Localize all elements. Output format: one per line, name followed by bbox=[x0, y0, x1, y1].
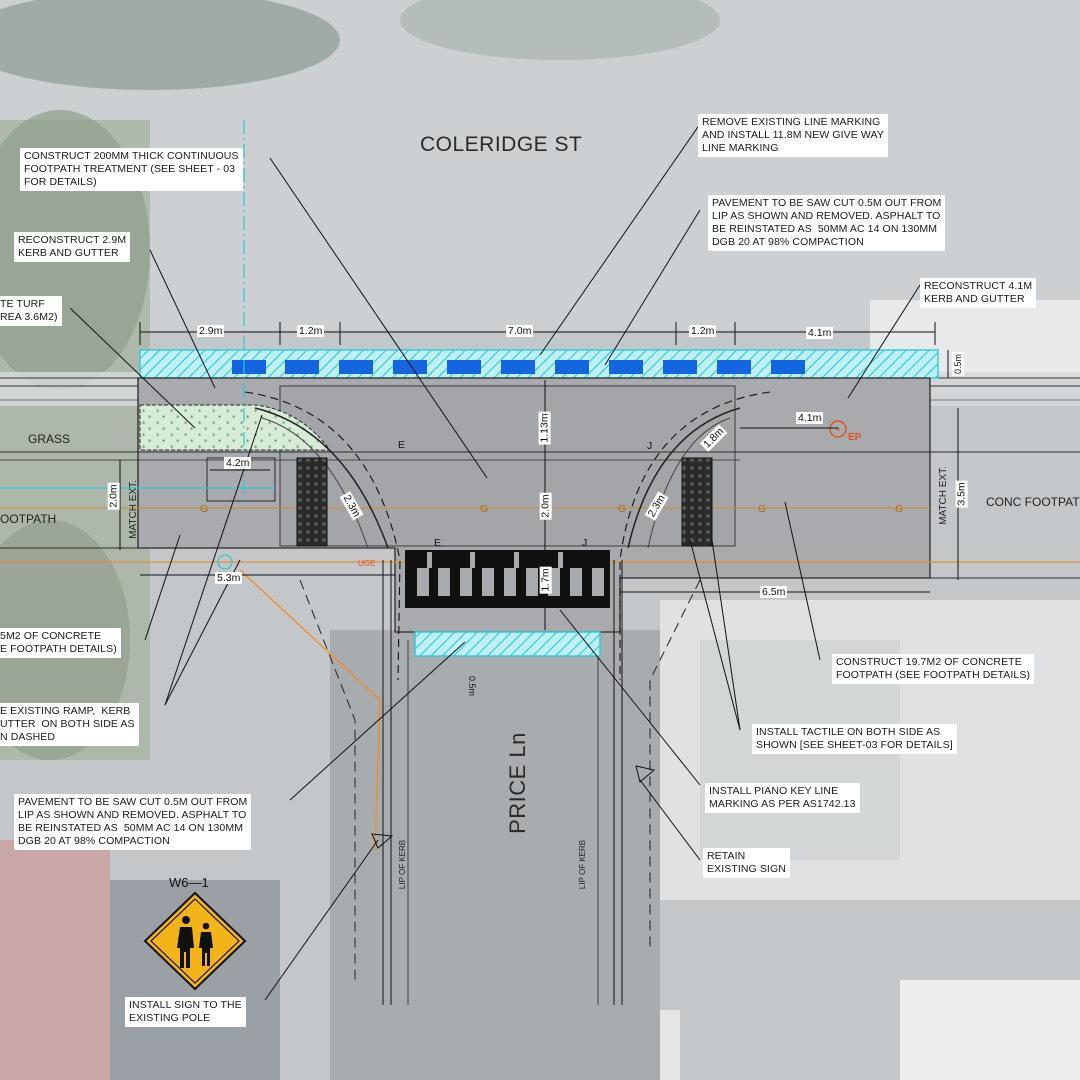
note-concrete-right: CONSTRUCT 19.7m2 OF CONCRETE FOOTPATH (S… bbox=[832, 654, 1035, 684]
note-reconstruct-kerb-right: RECONSTRUCT 4.1m KERB AND GUTTER bbox=[920, 278, 1037, 308]
line-letter-g: G bbox=[758, 503, 767, 515]
dimension-3-5m: 3.5m bbox=[955, 480, 968, 508]
dimension-2-0m: 2.0m bbox=[539, 492, 552, 520]
note-piano-key: INSTALL PIANO KEY LINE MARKING AS PER AS… bbox=[705, 783, 860, 813]
services-label-uge: UGE bbox=[358, 559, 376, 568]
line-letter-g: G bbox=[618, 503, 627, 515]
note-reconstruct-kerb-left: RECONSTRUCT 2.9m KERB AND GUTTER bbox=[14, 232, 131, 262]
note-install-sign: INSTALL SIGN TO THE EXISTING POLE bbox=[125, 997, 246, 1027]
note-retain-sign: RETAIN EXISTING SIGN bbox=[703, 848, 790, 878]
note-saw-cut-top: PAVEMENT TO BE SAW CUT 0.5m OUT FROM LIP… bbox=[708, 195, 946, 251]
sign-code-label: W6—1 bbox=[169, 875, 209, 890]
kerb-return-left-dashed bbox=[244, 391, 401, 681]
new-sign-symbol bbox=[371, 833, 394, 849]
pedestrians-warning-icon bbox=[143, 891, 247, 991]
lip-of-kerb-right-label: LIP OF KERB bbox=[578, 839, 588, 890]
note-continuous-footpath: CONSTRUCT 200mm THICK CONTINUOUS FOOTPAT… bbox=[20, 148, 243, 191]
footpath-right-label: CONC FOOTPATH bbox=[986, 495, 1080, 509]
dimension-1-13m: 1.13m bbox=[538, 411, 551, 445]
street-name-price: PRICE Ln bbox=[504, 732, 530, 834]
dimension-0-5m: 0.5m bbox=[467, 675, 478, 697]
line-letter-g: G bbox=[480, 503, 489, 515]
roof-bottom-left bbox=[0, 840, 110, 1080]
footpath-left-label: OOTPATH bbox=[0, 512, 57, 526]
line-letter-j: J bbox=[647, 440, 653, 452]
tree-canopy-top-mid bbox=[400, 0, 720, 60]
match-ext-left-label: MATCH EXT. bbox=[127, 480, 139, 539]
tactile-right bbox=[681, 457, 713, 547]
note-turf: TE TURF REA 3.6m2) bbox=[0, 296, 62, 326]
note-give-way: REMOVE EXISTING LINE MARKING AND INSTALL… bbox=[698, 114, 888, 157]
line-letter-e: E bbox=[434, 537, 442, 549]
note-saw-cut-bottom: PAVEMENT TO BE SAW CUT 0.5m OUT FROM LIP… bbox=[14, 794, 252, 850]
dimension-1-2m: 1.2m bbox=[689, 325, 717, 337]
dimension-4-1m: 4.1m bbox=[806, 327, 834, 339]
raised-threshold bbox=[279, 385, 736, 547]
grass-label: GRASS bbox=[28, 432, 71, 446]
kerb-return-right-inner bbox=[647, 417, 731, 549]
give-way-line-marking bbox=[232, 360, 805, 374]
lip-of-kerb-left-label: LIP OF KERB bbox=[398, 839, 408, 890]
dimension-1-7m: 1.7m bbox=[539, 566, 552, 594]
existing-sign-symbol bbox=[635, 765, 656, 783]
ep-label: EP bbox=[848, 432, 862, 443]
tree-canopy-top-left bbox=[0, 0, 340, 90]
dimension-4-1m: 4.1m bbox=[796, 412, 824, 424]
line-letter-e: E bbox=[398, 439, 406, 451]
street-name-coleridge: COLERIDGE ST bbox=[420, 133, 583, 156]
dimension-5-3m: 5.3m bbox=[215, 572, 243, 584]
dimension-2-0m: 2.0m bbox=[107, 482, 120, 510]
line-letter-g: G bbox=[895, 503, 904, 515]
note-tactile: INSTALL TACTILE ON BOTH SIDE AS SHOWN [S… bbox=[752, 724, 957, 754]
saw-cut-strip-bottom bbox=[414, 631, 601, 657]
tactile-left bbox=[296, 457, 328, 547]
ep-marker bbox=[829, 420, 847, 438]
dimension-2-9m: 2.9m bbox=[197, 325, 225, 337]
note-concrete-left: 5m2 OF CONCRETE E FOOTPATH DETAILS) bbox=[0, 628, 121, 658]
kerb-return-right-outer bbox=[627, 407, 741, 549]
dimension-7-0m: 7.0m bbox=[506, 325, 534, 337]
kerb-return-right-dashed bbox=[619, 391, 771, 680]
line-letter-g: G bbox=[200, 503, 209, 515]
dimension-4-2m: 4.2m bbox=[224, 457, 252, 469]
lane-surface bbox=[330, 630, 660, 1080]
note-existing-ramp: E EXISTING RAMP, KERB UTTER ON BOTH SIDE… bbox=[0, 703, 139, 746]
piano-key-marking bbox=[405, 550, 610, 608]
building-bottom-right bbox=[900, 980, 1080, 1080]
dimension-1-2m: 1.2m bbox=[297, 325, 325, 337]
dimension-0-5m: 0.5m bbox=[952, 351, 965, 377]
pit-marker bbox=[217, 554, 233, 570]
line-letter-j: J bbox=[582, 537, 588, 549]
dimension-6-5m: 6.5m bbox=[760, 586, 788, 598]
match-ext-right-label: MATCH EXT. bbox=[937, 466, 949, 525]
kerb-return-left-outer bbox=[254, 407, 389, 549]
